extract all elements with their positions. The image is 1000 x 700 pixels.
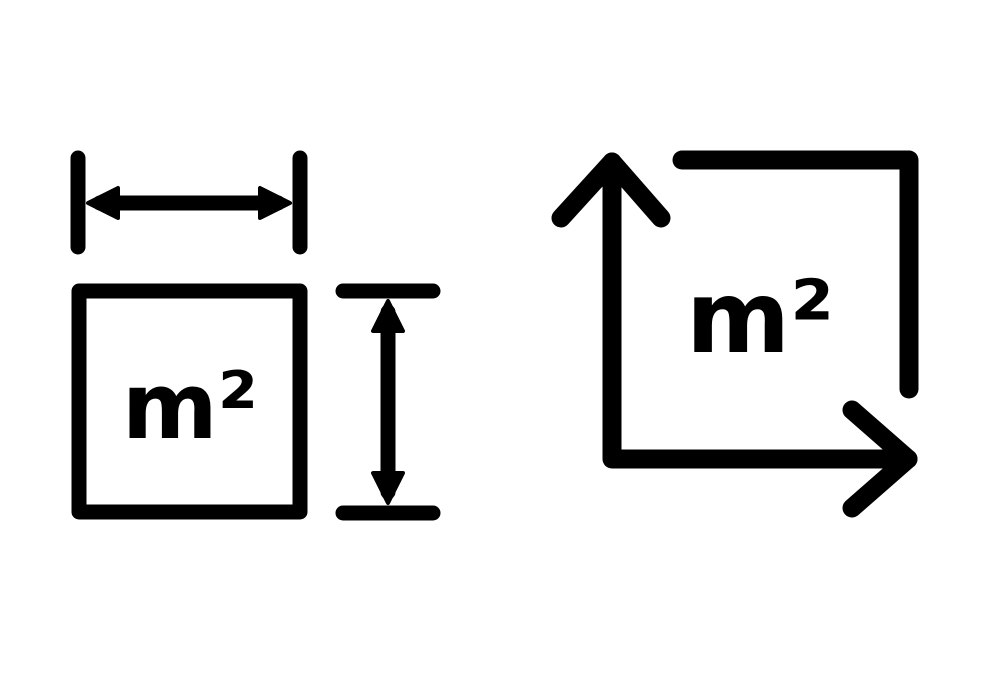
right-arrow-head (842, 400, 918, 518)
up-arrow-head (551, 152, 671, 228)
left-unit-label: m² (122, 353, 258, 460)
square-outline (71, 283, 308, 520)
corner-bracket (672, 150, 919, 399)
area-corner-arrows-icon (551, 150, 919, 518)
right-unit-label: m² (686, 259, 834, 376)
height-arrow-head-top (371, 299, 405, 333)
width-arrow-head-left (86, 186, 120, 220)
area-dimensions-icon (70, 150, 441, 521)
height-arrow-head-bottom (371, 471, 405, 505)
l-axis (602, 152, 918, 469)
width-arrow-head-right (258, 186, 292, 220)
